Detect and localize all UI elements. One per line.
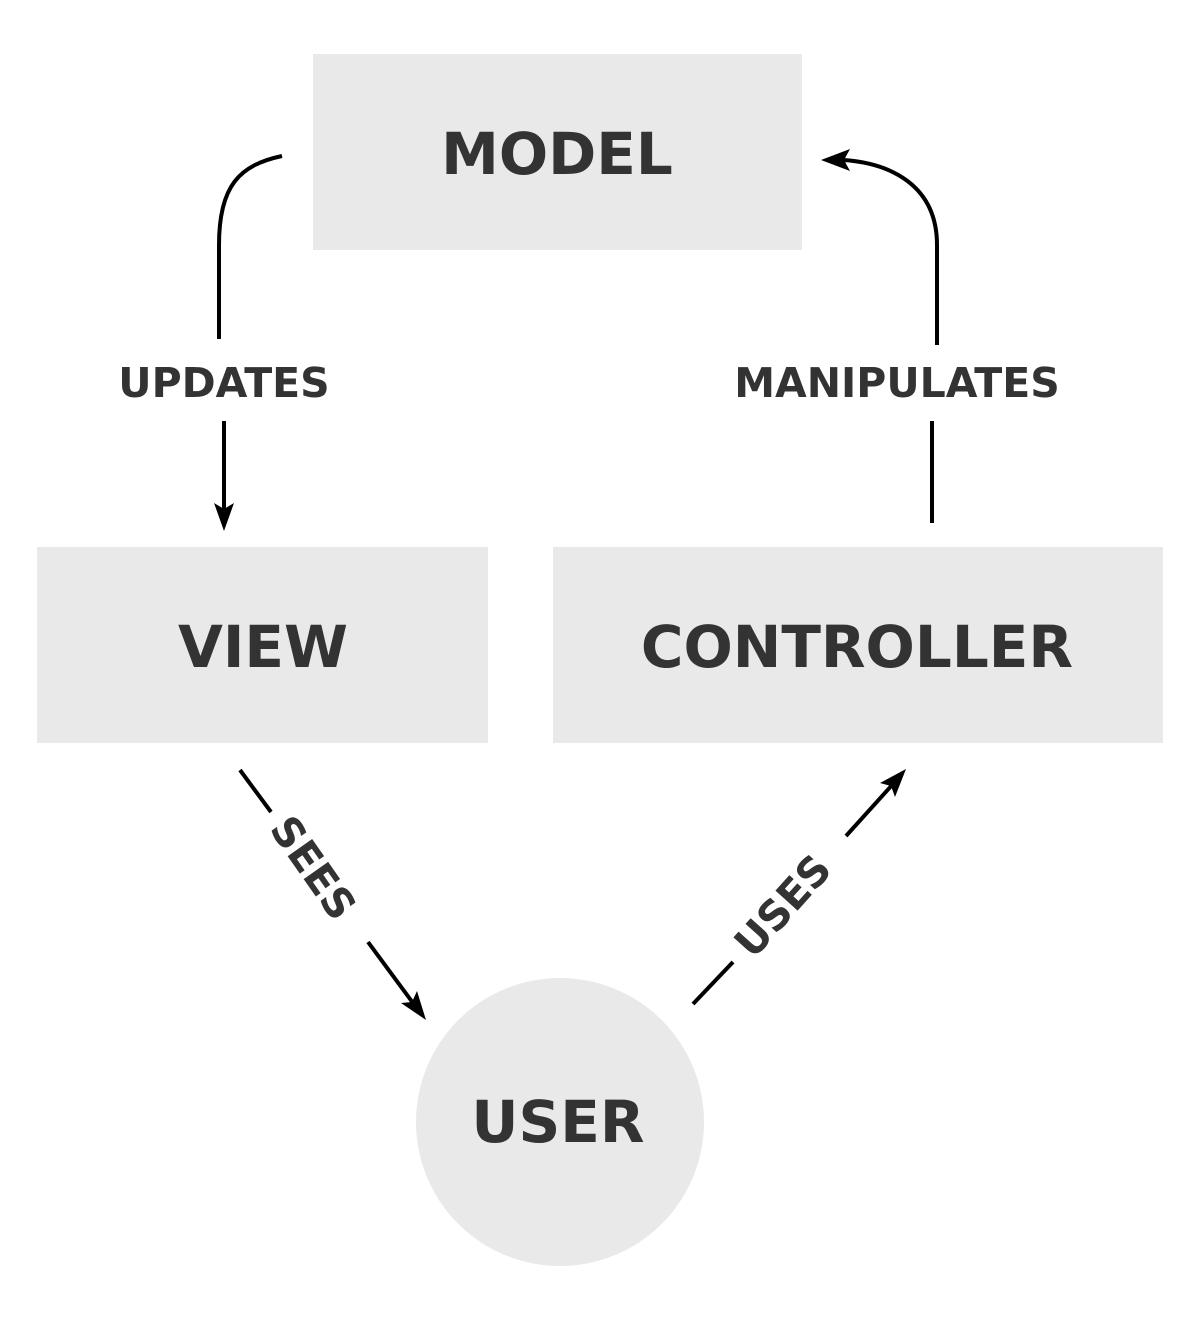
model-node: MODEL: [313, 54, 802, 250]
model-box: [313, 54, 802, 250]
model-label: MODEL: [441, 120, 673, 188]
updates-edge: UPDATES: [118, 154, 330, 531]
user-node: USER: [416, 978, 704, 1266]
uses-edge: USES: [691, 769, 906, 1006]
uses-line-upper: [844, 782, 895, 838]
sees-arrow-icon: [401, 991, 426, 1020]
view-box: [37, 547, 488, 743]
manipulates-label: MANIPULATES: [734, 359, 1060, 407]
updates-arrow-icon: [214, 503, 234, 531]
manipulates-arrow-icon: [821, 149, 850, 171]
manipulates-edge: MANIPULATES: [734, 149, 1060, 523]
sees-edge: SEES: [238, 768, 426, 1020]
updates-label: UPDATES: [118, 359, 329, 407]
controller-label: CONTROLLER: [641, 613, 1073, 681]
sees-line-lower: [366, 940, 415, 1005]
updates-line-upper: [217, 154, 283, 339]
view-label: VIEW: [178, 613, 348, 681]
sees-line-upper: [238, 768, 273, 814]
uses-label: USES: [725, 845, 841, 967]
user-circle: [416, 978, 704, 1266]
controller-box: [553, 547, 1163, 743]
manipulates-line-upper: [842, 158, 939, 345]
sees-label: SEES: [260, 807, 365, 929]
controller-node: CONTROLLER: [553, 547, 1163, 743]
uses-arrow-icon: [880, 769, 906, 797]
view-node: VIEW: [37, 547, 488, 743]
uses-line-lower: [691, 960, 735, 1006]
user-label: USER: [471, 1088, 644, 1156]
